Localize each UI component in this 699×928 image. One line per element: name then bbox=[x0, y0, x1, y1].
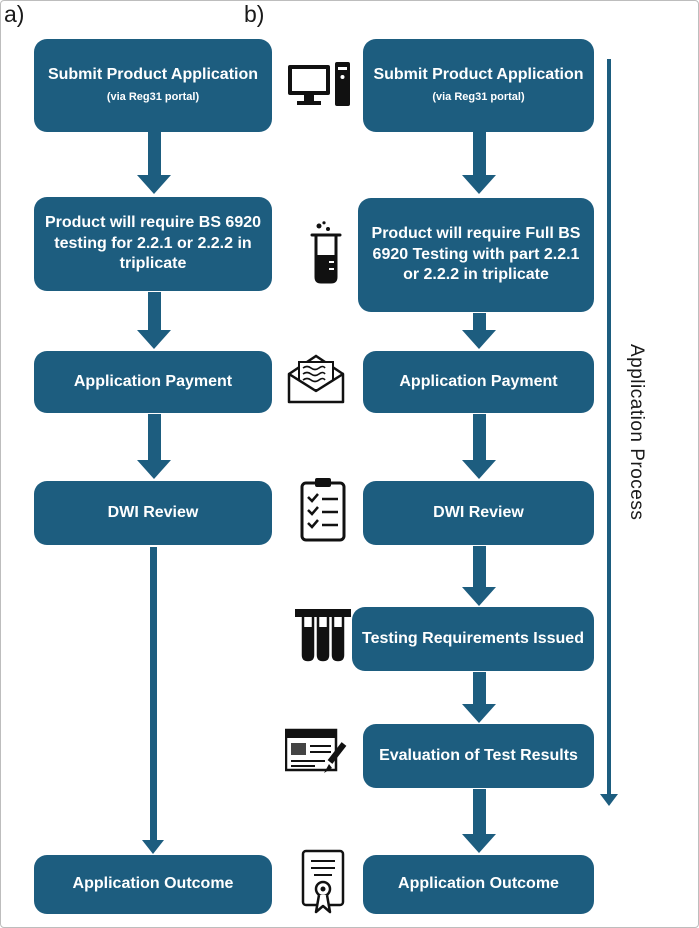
flow-arrow bbox=[137, 132, 171, 194]
arrow-head bbox=[462, 704, 496, 723]
envelope-payment-icon bbox=[286, 353, 346, 405]
step-b-application-payment: Application Payment bbox=[363, 351, 594, 413]
arrow-head bbox=[137, 460, 171, 479]
arrow-head bbox=[462, 460, 496, 479]
arrow-shaft bbox=[472, 546, 486, 587]
step-suffix: (via Reg31 portal) bbox=[106, 90, 200, 103]
arrow-shaft bbox=[472, 672, 486, 704]
step-title: Application Outcome bbox=[398, 875, 559, 893]
step-a-application-payment: Application Payment bbox=[34, 351, 272, 413]
arrow-head bbox=[137, 330, 171, 349]
step-title: Application Outcome bbox=[72, 875, 234, 893]
step-title: Product will require Full BS 6920 Testin… bbox=[371, 224, 581, 284]
step-title: Application Payment bbox=[399, 372, 558, 390]
report-pencil-icon bbox=[285, 727, 347, 777]
step-title: Submit Product Application bbox=[47, 65, 259, 83]
step-title: Product will require BS 6920 testing for… bbox=[44, 213, 262, 273]
step-a-dwi-review: DWI Review bbox=[34, 481, 272, 545]
flow-arrow bbox=[462, 414, 496, 479]
flow-arrow bbox=[462, 789, 496, 853]
flow-arrow bbox=[462, 132, 496, 194]
step-a-testing-requirement: Product will require BS 6920 testing for… bbox=[34, 197, 272, 291]
step-a-application-outcome: Application Outcome bbox=[34, 855, 272, 914]
application-process-arrow bbox=[600, 59, 618, 806]
step-a-submit-application: Submit Product Application (via Reg31 po… bbox=[34, 39, 272, 132]
arrow-shaft bbox=[147, 414, 161, 460]
column-a-label: a) bbox=[4, 1, 25, 27]
arrow-shaft bbox=[607, 59, 611, 794]
arrow-head bbox=[142, 840, 164, 854]
application-process-label: Application Process bbox=[626, 344, 647, 521]
arrow-shaft bbox=[472, 313, 486, 330]
arrow-shaft bbox=[149, 547, 157, 840]
flow-arrow-long bbox=[142, 547, 164, 854]
step-b-dwi-review: DWI Review bbox=[363, 481, 594, 545]
arrow-head bbox=[462, 330, 496, 349]
arrow-head bbox=[462, 834, 496, 853]
step-b-application-outcome: Application Outcome bbox=[363, 855, 594, 914]
step-title: Testing Requirements Issued bbox=[362, 629, 584, 647]
arrow-shaft bbox=[147, 132, 161, 175]
beaker-icon bbox=[304, 221, 348, 287]
step-suffix: (via Reg31 portal) bbox=[432, 90, 525, 103]
step-title: DWI Review bbox=[107, 503, 199, 521]
flow-arrow bbox=[462, 313, 496, 349]
step-b-submit-application: Submit Product Application (via Reg31 po… bbox=[363, 39, 594, 132]
arrow-head bbox=[462, 587, 496, 606]
flow-arrow bbox=[462, 672, 496, 723]
flow-arrow bbox=[462, 546, 496, 606]
step-b-testing-requirements-issued: Testing Requirements Issued bbox=[352, 607, 594, 671]
step-title: Submit Product Application bbox=[373, 65, 584, 83]
flow-arrow bbox=[137, 414, 171, 479]
checklist-clipboard-icon bbox=[300, 477, 346, 543]
flow-arrow bbox=[137, 292, 171, 349]
arrow-shaft bbox=[472, 789, 486, 834]
step-b-testing-requirement: Product will require Full BS 6920 Testin… bbox=[358, 198, 594, 312]
arrow-head bbox=[600, 794, 618, 806]
step-b-evaluation-test-results: Evaluation of Test Results bbox=[363, 724, 594, 788]
arrow-shaft bbox=[472, 414, 486, 460]
desktop-computer-icon bbox=[287, 61, 351, 113]
step-title: Evaluation of Test Results bbox=[379, 746, 578, 764]
step-title: DWI Review bbox=[433, 503, 524, 521]
test-tubes-icon bbox=[295, 607, 351, 667]
column-b-label: b) bbox=[244, 1, 265, 27]
arrow-head bbox=[137, 175, 171, 194]
arrow-shaft bbox=[472, 132, 486, 175]
step-title: Application Payment bbox=[73, 372, 233, 390]
arrow-shaft bbox=[147, 292, 161, 330]
certificate-icon bbox=[300, 849, 346, 919]
arrow-head bbox=[462, 175, 496, 194]
